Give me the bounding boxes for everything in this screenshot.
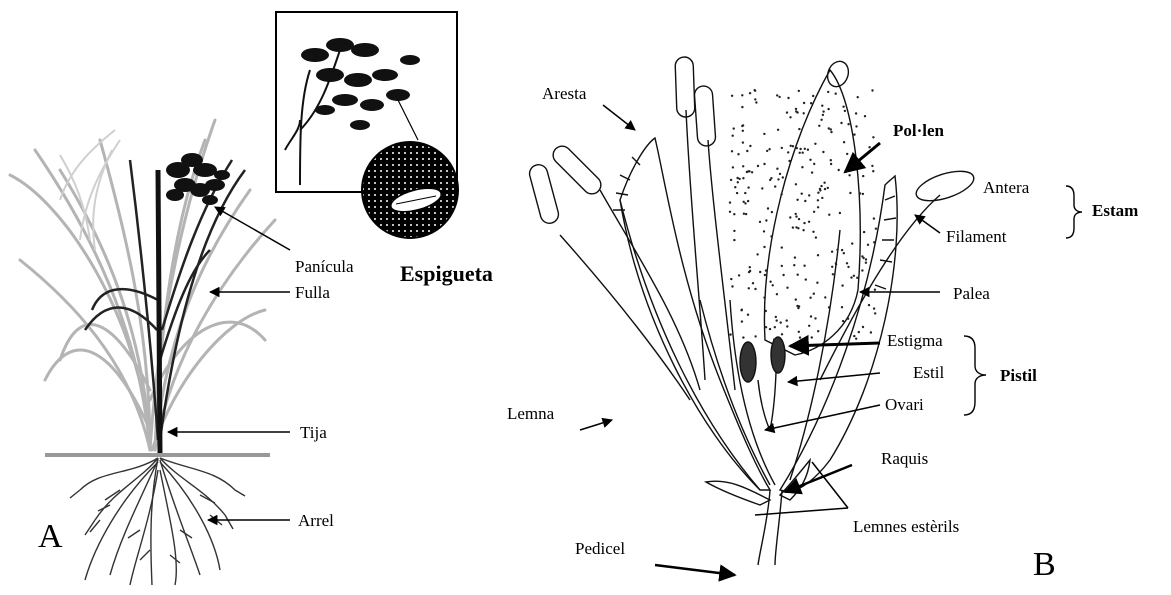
spikelet-inset <box>276 12 458 238</box>
estam-brace <box>1066 186 1082 238</box>
main-leaves <box>85 160 245 440</box>
label-lemna: Lemna <box>507 405 554 422</box>
label-antera: Antera <box>983 179 1029 196</box>
rice-plant <box>10 120 275 585</box>
label-pollen: Pol·len <box>893 122 944 139</box>
label-estil: Estil <box>913 364 944 381</box>
background-leaves <box>10 120 275 450</box>
label-ovari: Ovari <box>885 396 924 413</box>
label-aresta: Aresta <box>542 85 586 102</box>
label-raquis: Raquis <box>881 450 928 467</box>
label-palea: Palea <box>953 285 990 302</box>
label-estigma: Estigma <box>887 332 943 349</box>
label-espigueta: Espigueta <box>400 263 493 285</box>
stem <box>158 170 160 455</box>
label-pistil: Pistil <box>1000 367 1037 384</box>
label-estam: Estam <box>1092 202 1138 219</box>
label-filament: Filament <box>946 228 1006 245</box>
roots <box>70 458 245 585</box>
label-fulla: Fulla <box>295 284 330 301</box>
label-lemnes-esterils: Lemnes estèrils <box>853 518 959 535</box>
label-tija: Tija <box>300 424 327 441</box>
panel-b-letter: B <box>1033 548 1056 582</box>
panicle <box>166 153 230 205</box>
label-pedicel: Pedicel <box>575 540 625 557</box>
panel-a-letter: A <box>38 520 63 554</box>
pistil-brace <box>964 336 986 415</box>
central-anther-shape <box>764 70 860 355</box>
filament-1 <box>686 110 705 380</box>
label-arrel: Arrel <box>298 512 334 529</box>
palea-shape <box>780 176 897 492</box>
label-panicula: Panícula <box>295 258 354 275</box>
